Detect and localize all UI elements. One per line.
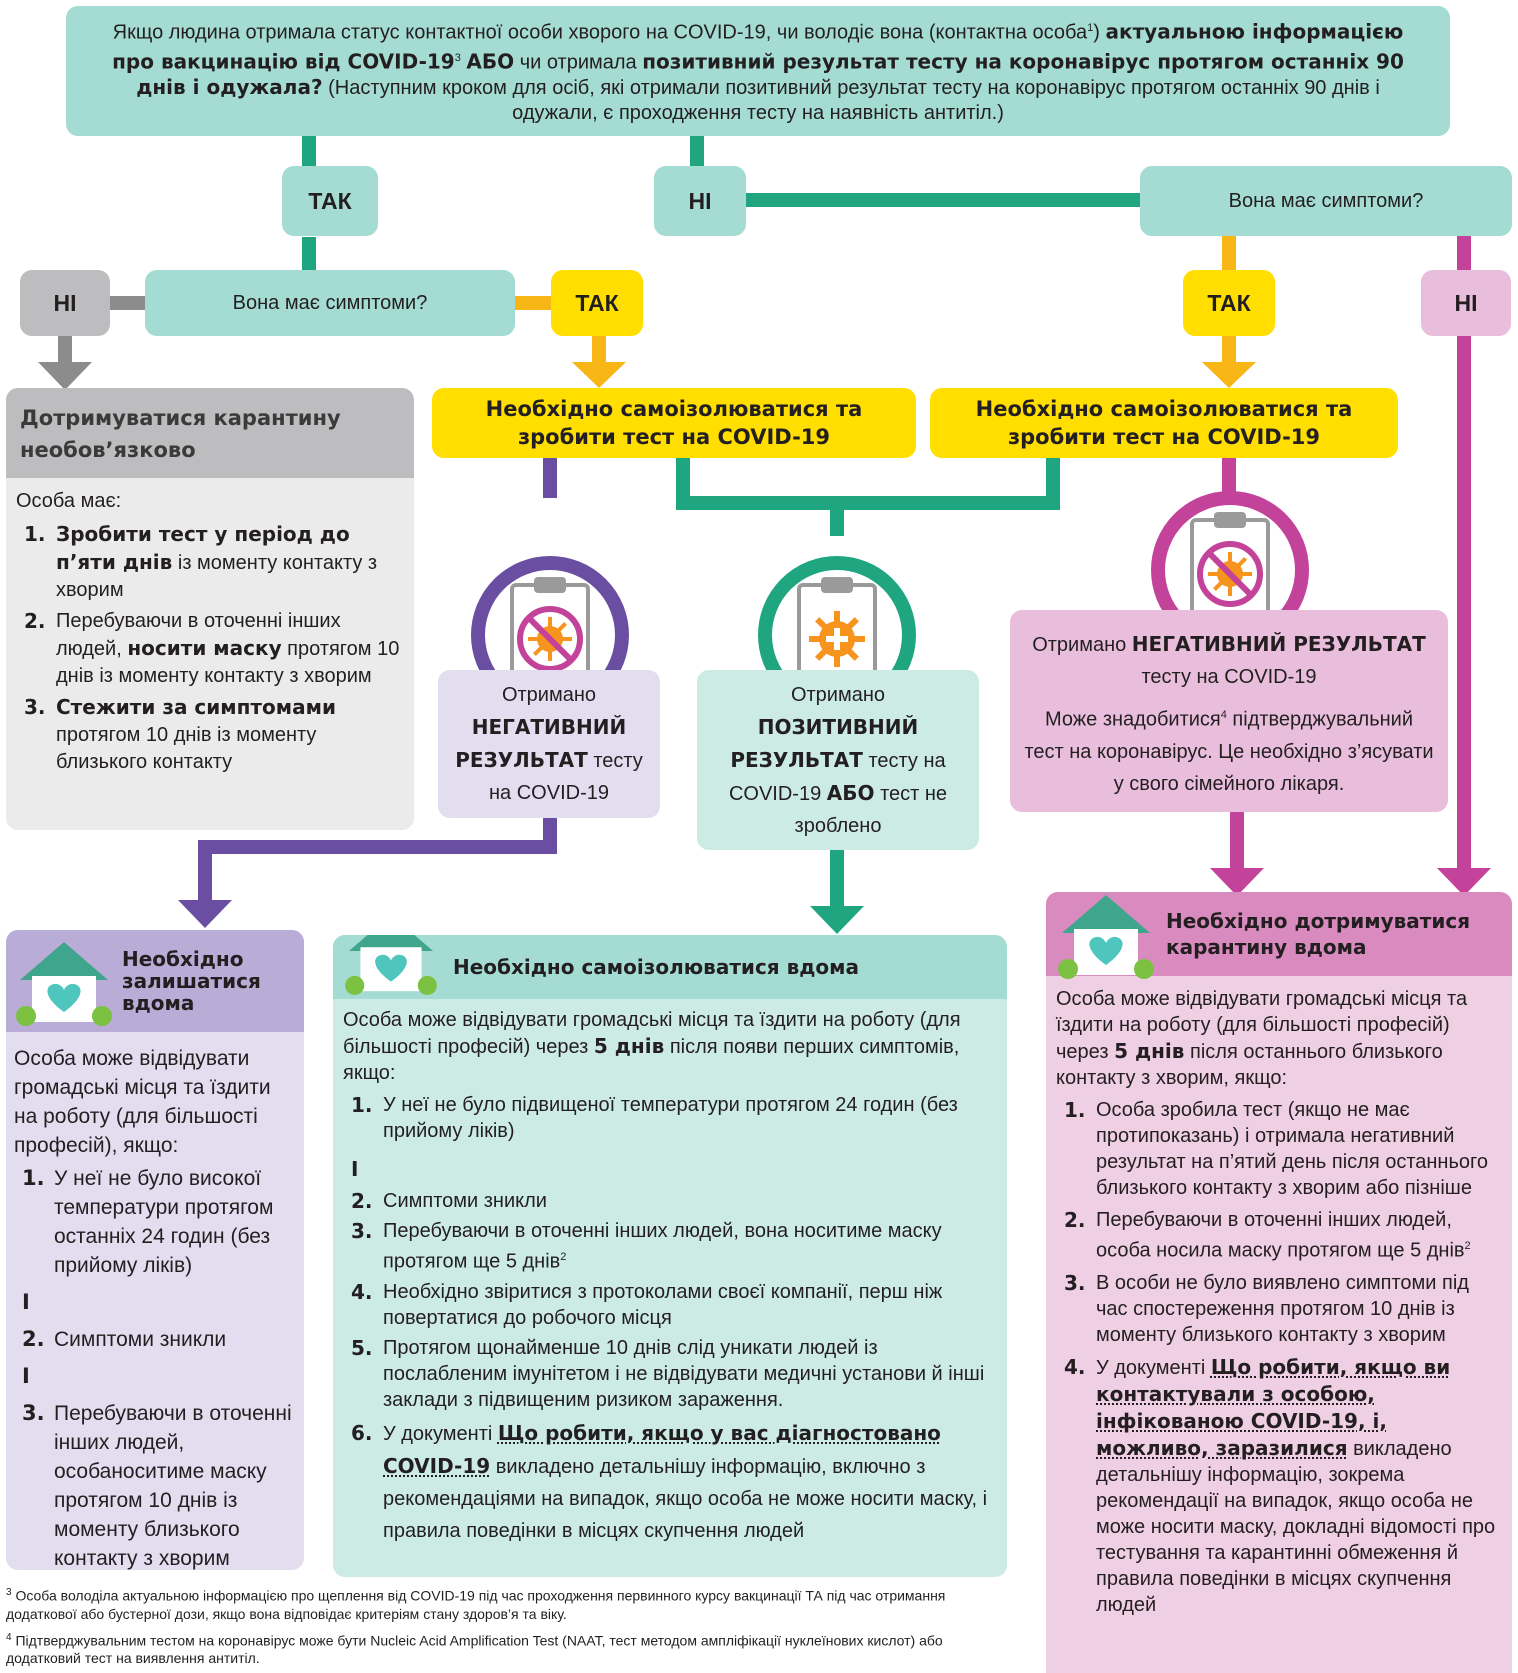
arrow-down-icon [1210,868,1264,896]
list-item: 1.У неї не було високої температури прот… [22,1166,274,1277]
connector-line [1222,334,1236,368]
list-item: 2.Симптоми зникли [22,1327,227,1351]
arrow-down-icon [810,906,864,934]
footnotes: 3 Особа володіла актуальною інформацією … [6,1584,1006,1667]
list-item: 3.В особи не було виявлено симптоми під … [1064,1270,1469,1346]
connector-line [1457,235,1471,271]
connector-line [1222,458,1236,498]
no-tag: НІ [654,166,746,236]
list-item: 6.У документі Що робити, якщо у вас діаг… [351,1420,988,1542]
connector-line [110,296,150,310]
arrow-down-icon [178,900,232,928]
quarantine-home-panel: Необхідно дотримуватися карантину вдома … [1046,892,1512,1673]
connector-line [1222,235,1236,271]
question-box: Якщо людина отримала статус контактної о… [66,6,1450,136]
list-item: 1. Зробити тест у період до п’яти днів і… [24,522,378,601]
negative-result-box-purple: Отримано НЕГАТИВНИЙ РЕЗУЛЬТАТ тесту на C… [438,670,660,818]
connector-line [830,496,844,536]
connector-line [1230,812,1244,874]
connector-line [302,135,316,167]
symptoms-question-left: Вона має симптоми? [145,270,515,336]
list-item: 3. Стежити за симптомами протягом 10 дні… [24,695,336,773]
stay-home-title: Необхідно залишатися вдома [122,947,261,1015]
footnote-3: 3 Особа володіла актуальною інформацією … [6,1587,946,1622]
list-item: 2.Перебуваючи в оточенні інших людей, ос… [1064,1208,1471,1262]
no-tag-grey: НІ [20,270,110,336]
list-item: 3.Перебуваючи в оточенні інших людей, ос… [22,1401,292,1570]
list-item: 4.Необхідно звіритися з протоколами своє… [351,1279,943,1329]
yes-tag: ТАК [282,166,378,236]
connector-line [543,458,557,498]
arrow-down-icon [38,362,92,390]
virus-negative-clipboard-icon [1151,491,1309,649]
list-item: 2. Перебуваючи в оточенні інших людей, н… [24,609,400,687]
no-quarantine-title: Дотримуватися карантину необов’язково [6,388,414,478]
connector-line [1457,334,1471,874]
footnote-4: 4 Підтверджувальним тестом на коронавіру… [6,1631,943,1667]
connector-line [676,496,1060,510]
covid-diagnosed-doc-link[interactable]: Що робити, якщо у вас діагностовано COVI… [383,1420,941,1478]
list-item: 5.Протягом щонайменше 10 днів слід уника… [351,1335,985,1411]
arrow-down-icon [1202,362,1256,388]
house-heart-icon [16,942,112,1026]
list-item: 1.Особа зробила тест (якщо не має протип… [1064,1098,1489,1199]
no-tag-pink: НІ [1421,270,1511,336]
list-item: 1.У неї не було підвищеної температури п… [351,1093,958,1142]
connector-line [515,296,555,310]
connector-line [592,334,606,368]
isolate-home-panel: Необхідно самоізолюватися вдома Особа мо… [333,935,1007,1577]
arrow-down-icon [1437,868,1491,896]
yes-tag-gold: ТАК [551,270,643,336]
symptoms-question-right: Вона має симптоми? [1140,166,1512,236]
list-item: 3.Перебуваючи в оточенні інших людей, во… [351,1219,942,1273]
yes-tag-gold-right: ТАК [1183,270,1275,336]
connector-line [743,193,1143,207]
no-quarantine-box: Дотримуватися карантину необов’язково Ос… [6,388,414,830]
positive-result-box: Отримано ПОЗИТИВНИЙ РЕЗУЛЬТАТ тесту на C… [697,670,979,850]
connector-line [198,840,212,906]
house-heart-icon [345,935,437,995]
close-contact-doc-link[interactable]: Що робити, якщо ви контактували з особою… [1096,1354,1451,1460]
connector-line [690,135,704,167]
connector-line [198,840,557,854]
negative-result-box-pink: Отримано НЕГАТИВНИЙ РЕЗУЛЬТАТ тесту на C… [1010,610,1448,812]
connector-line [302,237,316,271]
arrow-down-icon [572,362,626,388]
connector-line [58,334,72,368]
list-item: 2.Симптоми зникли [351,1189,547,1213]
house-heart-icon [1058,895,1154,979]
stay-home-panel: Необхідно залишатися вдома Особа може ві… [6,930,304,1570]
connector-line [830,850,844,910]
list-item: 4.У документі Що робити, якщо ви контакт… [1064,1354,1496,1616]
quarantine-home-title: Необхідно дотримуватися карантину вдома [1166,909,1471,959]
isolate-home-title: Необхідно самоізолюватися вдома [453,955,859,979]
